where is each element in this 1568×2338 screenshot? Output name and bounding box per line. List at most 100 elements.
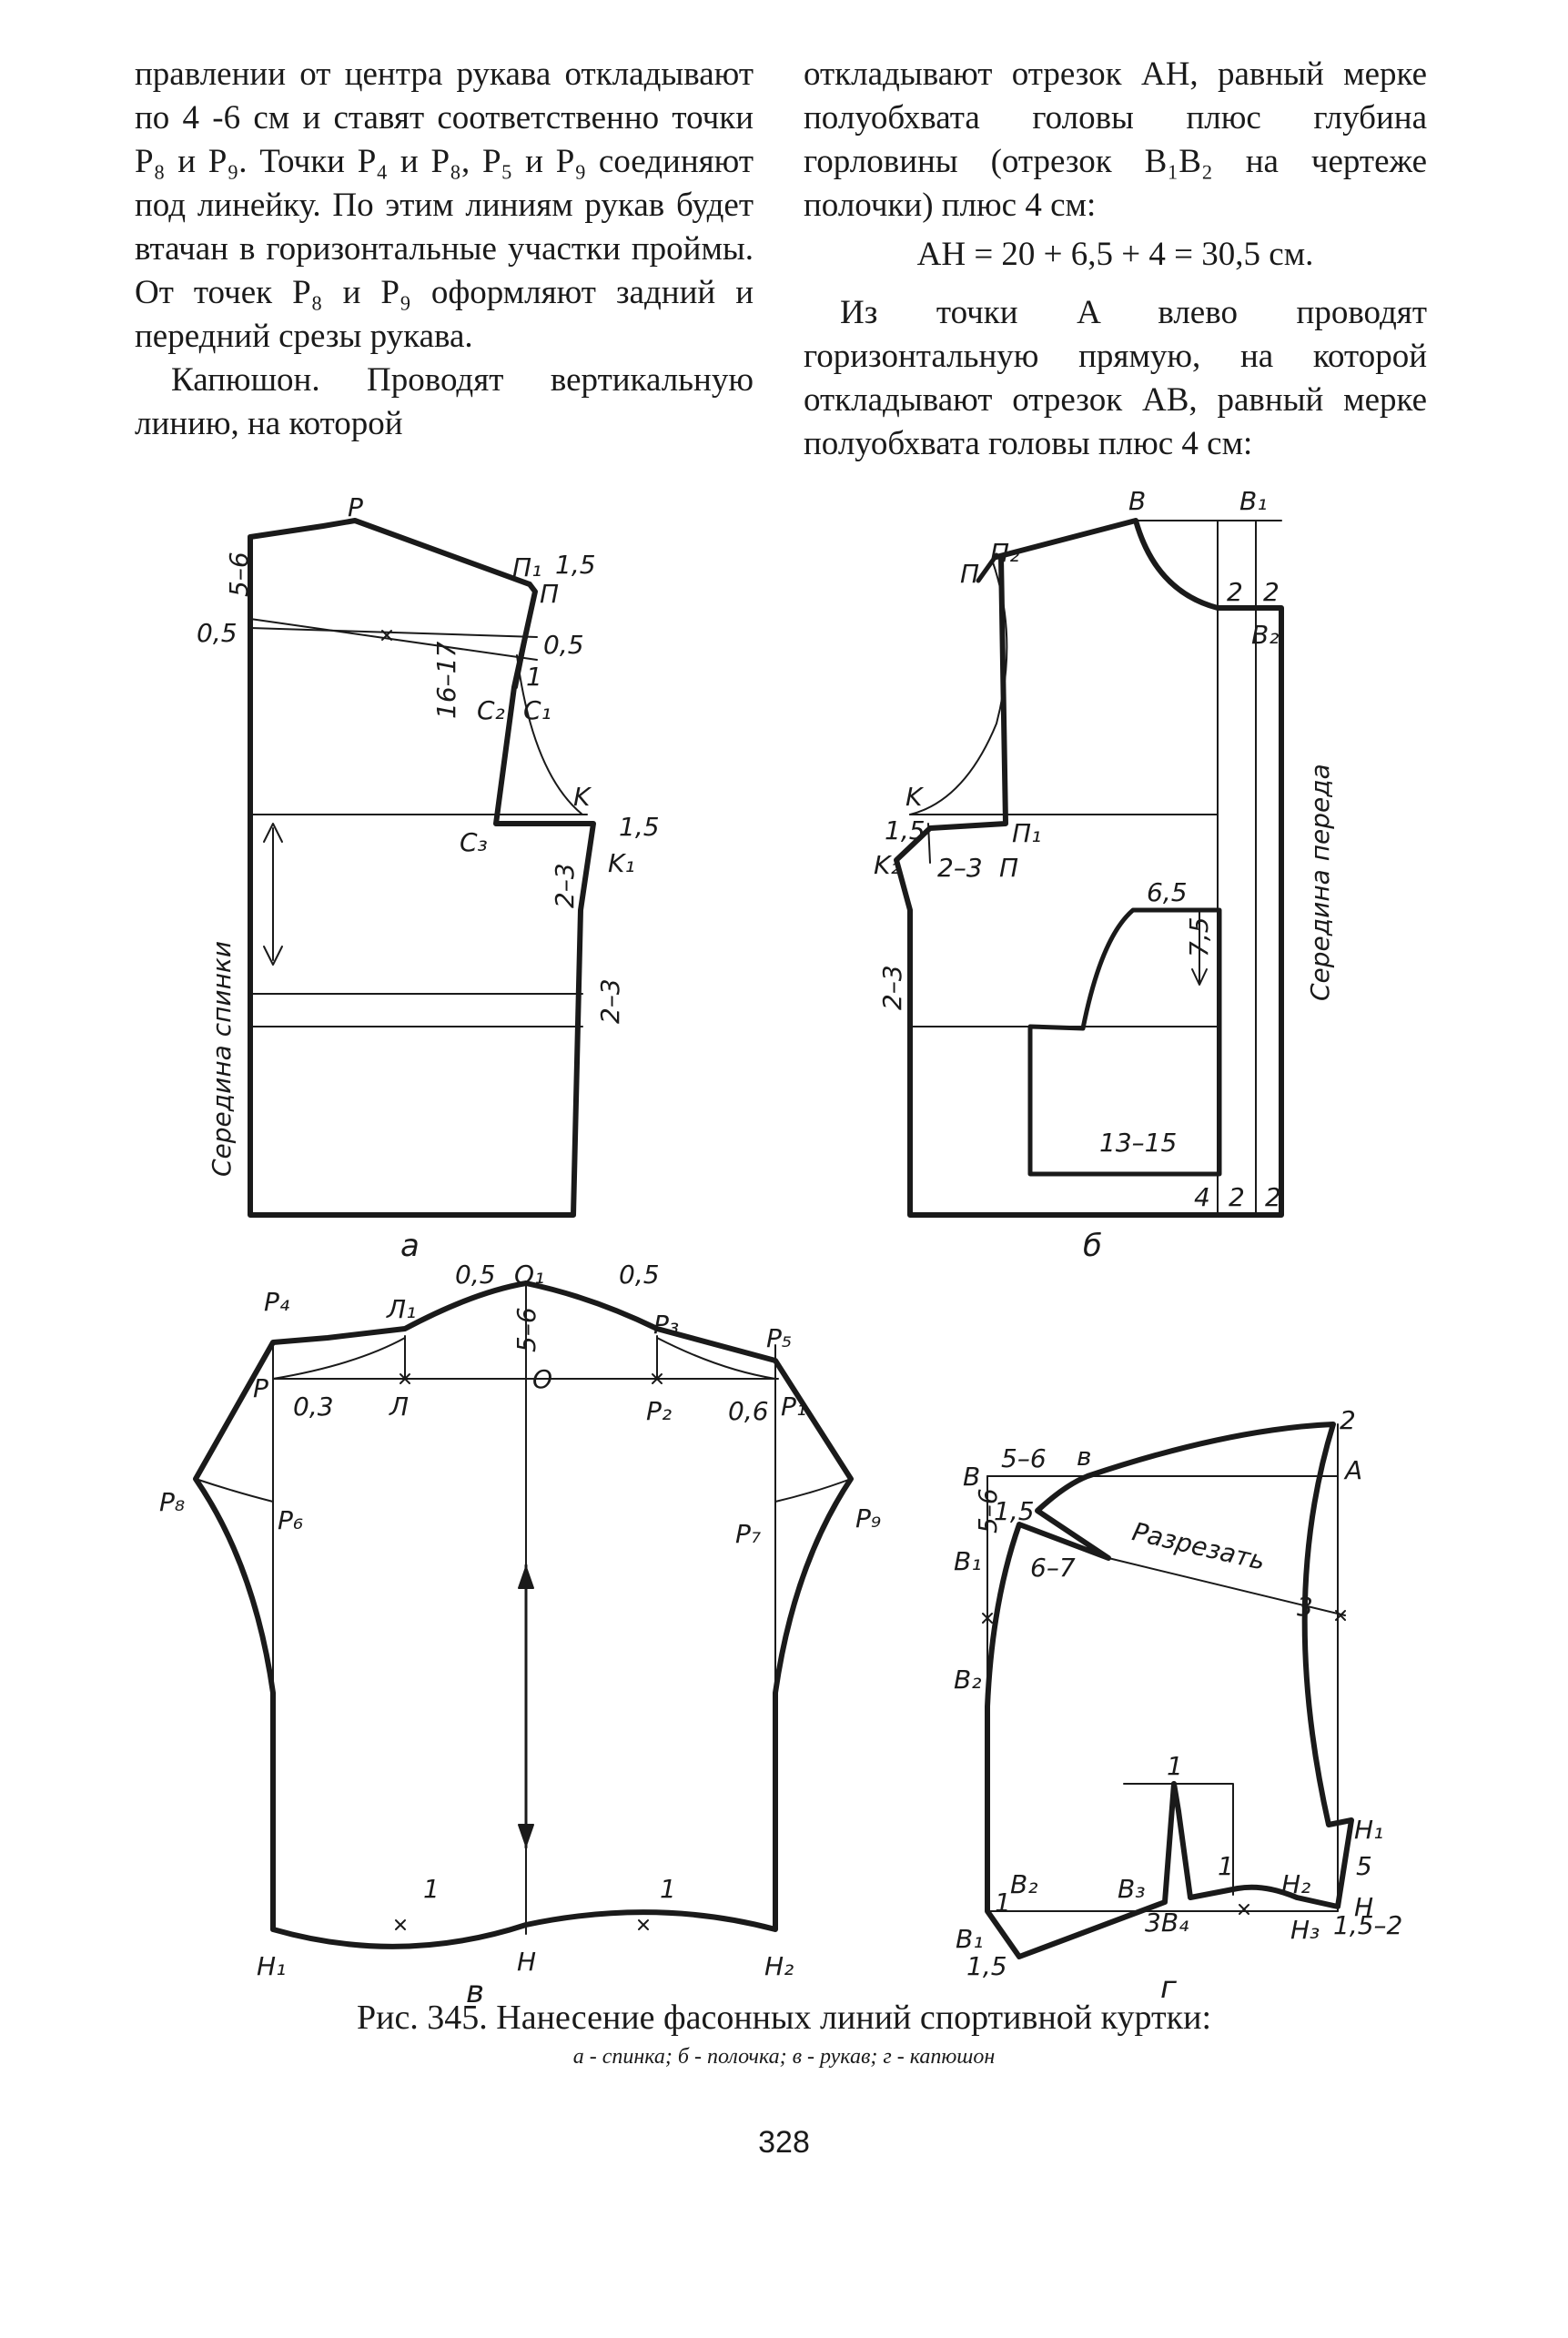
cross-mark [1335,1610,1346,1621]
label: П₂ [990,538,1019,568]
label: P₆ [278,1505,303,1535]
paragraph-hood-intro: Капюшон. Проводят вертикальную линию, на… [135,361,754,442]
panel-hood: 5–6 в 2 B A 5–6 1,5 B₁ 6–7 Разрезать 3 B… [954,1405,1402,2006]
label: B₁ [956,1924,983,1954]
arrow-head [263,823,283,843]
label: 5 [1356,1851,1372,1881]
label: в [1077,1442,1092,1472]
label: B₂ [1251,620,1279,650]
cross-mark [638,1919,649,1930]
label: K [573,782,592,812]
label: 2 [1265,1182,1281,1212]
label: 1 [526,662,542,692]
label: B₁ [954,1546,981,1576]
label: K [905,782,925,812]
paragraph: откладывают отрезок AH, равный мерке пол… [804,56,1427,224]
label: 1 [995,1888,1011,1918]
label: 0,5 [455,1260,496,1290]
label: P₅ [766,1323,792,1353]
label: Разрезать [1129,1516,1268,1576]
label: 5–6 [1001,1443,1047,1473]
label: P [348,492,363,522]
cross-mark [400,1373,410,1384]
label: 3 [1297,1592,1313,1622]
panel-letter: б [1083,1228,1102,1264]
back-center-label: Середина спинки [207,941,237,1177]
label: 1 [1218,1851,1234,1881]
label: B₂ [1010,1869,1037,1899]
label: П [960,559,979,589]
label: H₂ [1281,1869,1310,1899]
paragraph: правлении от центра рукава откладывают п… [135,56,754,355]
label: 0,6 [728,1396,769,1426]
page-number: 328 [758,2125,810,2160]
construction-curve [195,1478,274,1503]
cross-mark [1239,1904,1249,1915]
label: P₁ [781,1392,806,1422]
construction-curve [516,654,583,815]
label: 3B₄ [1145,1908,1189,1938]
label: O₁ [514,1260,544,1290]
label: H [517,1947,536,1977]
label: O [532,1364,552,1394]
panel-back: P 5–6 0,5 П₁ 1,5 П 0,5 16–17 1 C₂ C₁ K C… [197,492,660,1264]
figure-caption: Рис. 345. Нанесение фасонных линий спорт… [356,1999,1212,2037]
arrow-head [263,946,283,966]
label: K₂ [874,850,901,880]
cross-mark [395,1919,406,1930]
label: P₉ [855,1503,881,1533]
back-outline [248,518,596,1218]
panel-letter: а [400,1228,420,1264]
label: П₁ [512,552,541,582]
label: 7,5 [1184,916,1214,957]
construction-curve [656,1337,776,1380]
label: H [1354,1892,1373,1922]
label: 1,5 [555,550,596,580]
sleeve-outline [193,1280,854,1949]
arrow-head [518,1566,534,1589]
label: P₄ [264,1287,289,1317]
label: K₁ [608,848,635,878]
label: 0,5 [543,630,584,660]
label: B₃ [1118,1874,1145,1904]
cross-mark [652,1373,663,1384]
label: 5–6 [511,1307,541,1352]
shoulder-line [976,552,999,583]
arrow-head [518,1824,534,1847]
label: H₁ [257,1951,286,1981]
front-outline [894,518,1284,1218]
label: 0,5 [619,1260,660,1290]
label: 0,3 [293,1392,334,1422]
construction-curve [774,1478,852,1503]
label: B [963,1462,980,1492]
figure-caption-legend: а - спинка; б - полочка; в - рукав; г - … [572,2045,996,2069]
construction-line [249,627,538,638]
label: B₂ [954,1665,981,1695]
label: 2 [1263,577,1280,607]
label: H₃ [1290,1915,1320,1945]
pocket-outline [1027,907,1222,1177]
label: 1,5–2 [1333,1910,1402,1940]
label: B₁ [1239,486,1267,516]
label: 2–3 [550,863,580,908]
label: 1 [1167,1751,1183,1781]
construction-curve [272,1337,406,1380]
construction-line [1123,1783,1234,1896]
label: C₁ [523,695,551,725]
hood-dart [1035,1508,1111,1561]
label: П₁ [1012,818,1041,848]
label: П [999,853,1018,883]
label: 1 [423,1874,440,1904]
label: 2 [1229,1182,1245,1212]
label: 2–3 [595,978,625,1024]
label: P₇ [735,1519,762,1549]
label: 0,5 [197,618,238,648]
label: P₂ [646,1396,672,1426]
label: 16–17 [431,642,461,719]
construction-line [249,618,538,661]
label: 1,5 [966,1951,1007,1981]
armhole-curve [909,559,1008,815]
label: 2–3 [937,853,983,883]
text-column-left: правлении от центра рукава откладывают п… [135,53,754,446]
